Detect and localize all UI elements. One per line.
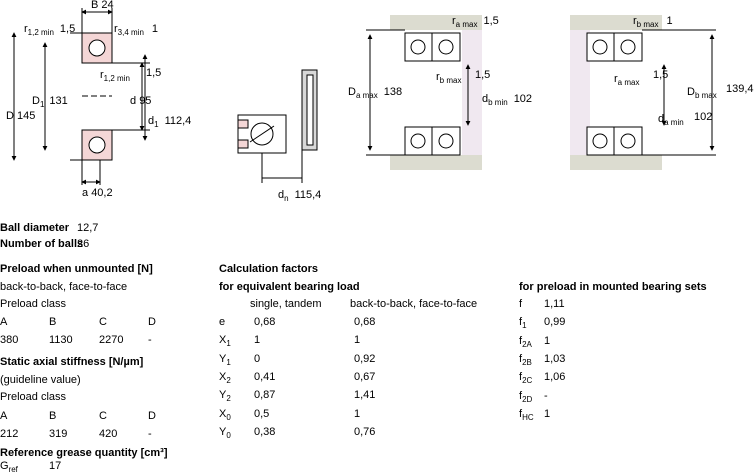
Db-value: 139,4 [726, 83, 754, 95]
preload-class-A: A [0, 316, 8, 328]
stiffness-note: (guideline value) [0, 374, 81, 386]
preload-arrangement: back-to-back, face-to-face [0, 281, 128, 293]
calc-row-value-pair: 0,67 [354, 370, 376, 383]
mounted-row-value: 1,03 [544, 352, 566, 365]
stiffness-class-label: Preload class [0, 391, 67, 403]
calc-title: Calculation factors [219, 263, 319, 275]
r12b-value: 1,5 [146, 67, 161, 79]
d-label: d 95 [130, 95, 151, 107]
calc-row-symbol: X2 [219, 370, 231, 385]
calc-row-value-pair: 0,76 [354, 425, 376, 438]
calc-row-symbol: Y0 [219, 425, 231, 440]
B-label: B 24 [91, 0, 114, 11]
stiffness-class-B: B [49, 410, 57, 422]
stiffness-value-C: 420 [99, 428, 118, 440]
stiffness-class-D: D [148, 410, 156, 422]
D-label: D 145 [6, 110, 35, 122]
ball-count-label: Number of balls [0, 238, 84, 250]
calc-row-symbol: Y1 [219, 352, 231, 367]
mounted-row-symbol: f [519, 298, 523, 310]
ball-diameter-label: Ball diameter [0, 222, 70, 234]
calc-row-symbol: X1 [219, 334, 231, 349]
calc-row-value-single: 0,38 [254, 425, 276, 438]
mounted-row-value: - [544, 389, 548, 402]
da-label: da min [658, 113, 684, 127]
ball-diameter-value: 12,7 [77, 222, 99, 234]
Db-label: Db max [687, 86, 717, 100]
calc-row-value-pair: 1 [354, 407, 361, 420]
mounted-row-value: 0,99 [544, 316, 566, 329]
preload-value-D: - [148, 334, 152, 346]
calc-row-value-single: 0,87 [254, 389, 276, 402]
ra-value-b: 1,5 [653, 69, 668, 81]
calc-row-value-pair: 0,68 [354, 316, 376, 328]
stiffness-class-A: A [0, 410, 8, 422]
mounted-row-symbol: f2D [519, 389, 533, 404]
stiffness-title: Static axial stiffness [N/µm] [0, 356, 144, 368]
calc-row-value-pair: 1 [354, 334, 361, 347]
preload-class-C: C [99, 316, 107, 328]
preload-class-B: B [49, 316, 57, 328]
rb-label-a: rb max [436, 71, 461, 85]
grease-symbol: Gref [0, 460, 18, 474]
calc-row-value-single: 0,68 [254, 316, 276, 328]
mounted-row-value: 1,11 [544, 298, 565, 310]
preload-class-D: D [148, 316, 156, 328]
preload-value-A: 380 [0, 334, 19, 346]
calc-row-value-pair: 0,92 [354, 352, 376, 365]
mounted-title: for preload in mounted bearing sets [519, 281, 707, 293]
preload-value-B: 1130 [49, 334, 73, 346]
calc-row-value-pair: 1,41 [354, 389, 376, 402]
ball-count-value: 26 [77, 238, 90, 250]
grease-value: 17 [49, 460, 62, 472]
mounted-row-value: 1 [544, 407, 551, 420]
rb-value-a: 1,5 [475, 69, 490, 81]
calc-row-symbol: e [219, 316, 226, 328]
da-value: 102 [694, 111, 712, 123]
calc-row-value-single: 1 [254, 334, 261, 347]
mounted-row-value: 1 [544, 334, 551, 347]
calc-row-value-single: 0 [254, 352, 261, 365]
calc-subtitle: for equivalent bearing load [219, 281, 360, 293]
stiffness-value-A: 212 [0, 428, 19, 440]
mounted-row-value: 1,06 [544, 371, 566, 384]
mounted-row-symbol: f2A [519, 334, 532, 349]
stiffness-class-C: C [99, 410, 107, 422]
mounted-row-symbol: f2C [519, 371, 533, 386]
mounted-row-symbol: fHC [519, 407, 534, 422]
ra-label-b: ra max [614, 73, 639, 87]
mounted-row-symbol: f1 [519, 316, 527, 331]
calc-row-value-single: 0,5 [254, 407, 270, 420]
grease-title: Reference grease quantity [cm³] [0, 447, 168, 459]
a-label: a 40,2 [82, 187, 113, 199]
stiffness-value-D: - [148, 428, 152, 440]
preload-class-label: Preload class [0, 298, 67, 310]
calc-row-symbol: Y2 [219, 389, 231, 404]
preload-value-C: 2270 [99, 334, 124, 346]
calc-col2-header: back-to-back, face-to-face [350, 298, 478, 310]
stiffness-value-B: 319 [49, 428, 68, 440]
r12b-label: r1,2 min [100, 69, 130, 83]
calc-col1-header: single, tandem [250, 298, 322, 310]
calc-row-symbol: X0 [219, 407, 231, 422]
preload-title: Preload when unmounted [N] [0, 263, 153, 275]
mounted-row-symbol: f2B [519, 352, 532, 367]
calc-row-value-single: 0,41 [254, 370, 276, 383]
